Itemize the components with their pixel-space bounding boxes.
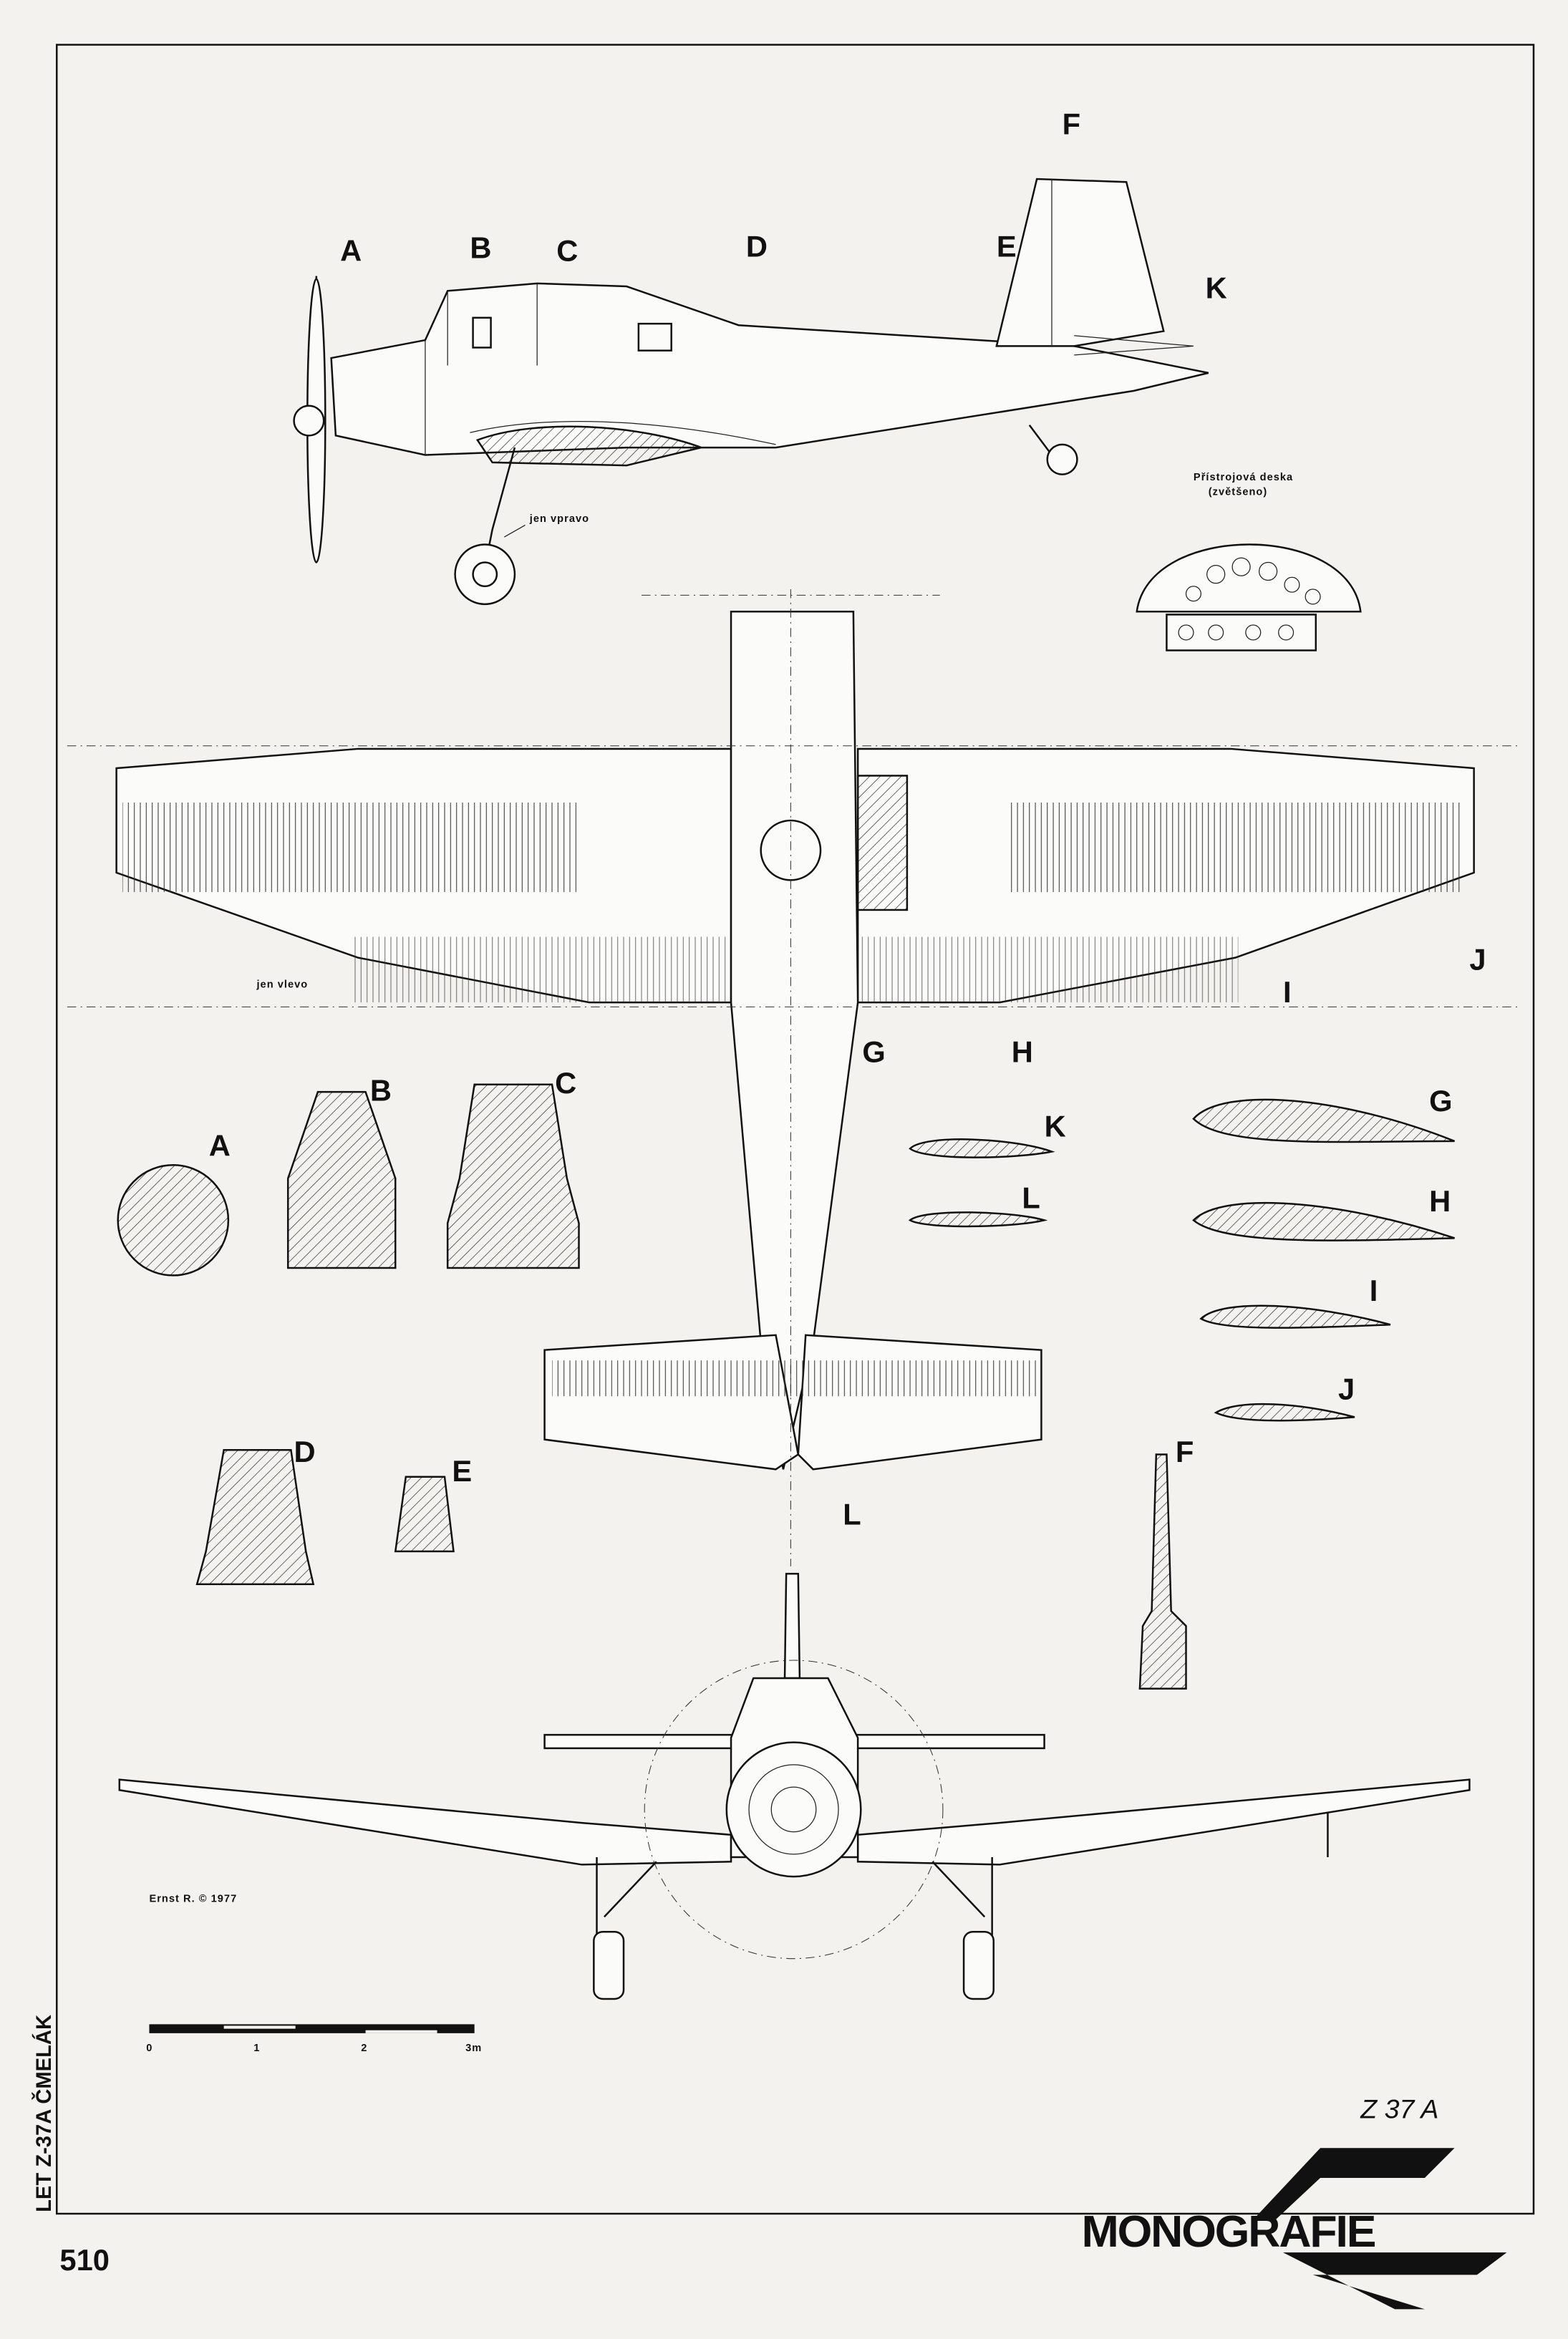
note-left-only: jen vlevo <box>256 979 308 990</box>
scale-tick-3m: 3m <box>465 2043 482 2054</box>
scale-tick-2: 2 <box>361 2043 367 2054</box>
drawing-frame <box>56 44 1535 2215</box>
page-number: 510 <box>59 2243 110 2277</box>
airfoil-label-l: L <box>1022 1181 1040 1215</box>
top-view: jen vlevo G H I J L <box>67 589 1522 1566</box>
sheet-side-title: LET Z-37A ČMELÁK <box>32 2015 56 2212</box>
station-label-c: C <box>556 234 578 268</box>
station-label-i: I <box>1283 975 1292 1009</box>
airfoil-label-g: G <box>1429 1084 1452 1118</box>
station-label-l: L <box>843 1497 861 1531</box>
section-label-b: B <box>370 1074 392 1108</box>
airfoil-label-k: K <box>1045 1110 1066 1143</box>
station-label-g: G <box>862 1035 885 1068</box>
station-label-k: K <box>1206 271 1227 305</box>
section-label-e: E <box>452 1454 472 1488</box>
station-label-f: F <box>1063 107 1080 141</box>
side-station-labels: A B C D E F K <box>340 107 1227 305</box>
instrument-panel-title: Přístrojová deska <box>1194 472 1293 483</box>
monografie-logo: MONOGRAFIE <box>1082 2148 1507 2310</box>
scale-bar: 0 1 2 3m <box>146 2024 482 2054</box>
airfoil-label-h: H <box>1429 1184 1451 1218</box>
section-label-a: A <box>209 1129 231 1163</box>
model-label: Z 37 A <box>1360 2094 1438 2124</box>
section-label-f: F <box>1176 1435 1194 1468</box>
logo-wordmark: MONOGRAFIE <box>1082 2207 1375 2257</box>
section-label-c: C <box>555 1066 576 1100</box>
station-label-e: E <box>997 229 1017 263</box>
airfoil-sections: K L G H I J <box>908 1084 1456 1422</box>
station-label-b: B <box>470 231 491 264</box>
station-label-h: H <box>1012 1035 1033 1068</box>
section-label-d: D <box>294 1435 316 1468</box>
station-label-j: J <box>1469 942 1486 976</box>
airfoil-label-i: I <box>1370 1274 1378 1307</box>
airfoil-label-j: J <box>1338 1372 1355 1405</box>
credit-text: Ernst R. © 1977 <box>149 1894 237 1905</box>
top-station-labels: G H I J L <box>843 942 1486 1531</box>
side-view: jen vpravo A B C D E F K <box>293 107 1227 606</box>
scale-tick-1: 1 <box>253 2043 260 2054</box>
instrument-panel-detail: Přístrojová deska (zvětšeno) <box>1136 472 1362 652</box>
note-right-only: jen vpravo <box>529 513 589 525</box>
front-view <box>118 1572 1471 2000</box>
station-label-d: D <box>746 229 768 263</box>
instrument-panel-subtitle: (zvětšeno) <box>1209 487 1268 498</box>
fuselage-sections: A B C D E F <box>117 1066 1194 1690</box>
station-label-a: A <box>340 234 362 268</box>
scale-tick-0: 0 <box>146 2043 153 2054</box>
